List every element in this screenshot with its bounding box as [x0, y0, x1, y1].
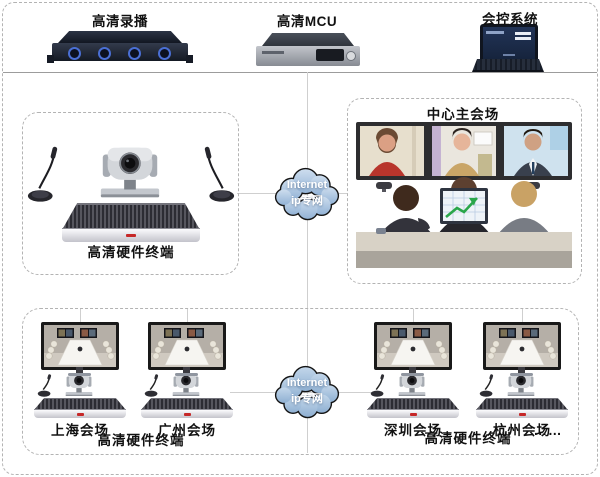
group-terminal-label: 高清硬件终端: [97, 433, 185, 448]
trunk-line: [307, 72, 308, 453]
venue-item: 杭州会场: [472, 320, 572, 438]
venue-item: 上海会场: [30, 320, 130, 438]
codec-icon: [62, 203, 200, 230]
mcu-icon: [262, 33, 354, 46]
terminal-label: 高清硬件终端: [87, 245, 175, 260]
venue-item: 广州会场: [137, 320, 237, 438]
main-venue-box: [347, 98, 582, 284]
venue-label: 上海会场: [51, 423, 109, 438]
venue-stub-line: [522, 309, 523, 322]
recorder-icon: [47, 43, 193, 63]
codec-icon: [141, 409, 233, 418]
venue-label: 广州会场: [158, 423, 216, 438]
main-venue-title: 中心主会场: [426, 107, 500, 122]
device-label-recorder: 高清录播: [92, 14, 148, 29]
microphone-icon: [27, 146, 58, 202]
microphone-icon: [144, 374, 159, 397]
codec-icon: [476, 409, 568, 418]
telepresence-scene: [356, 122, 572, 268]
microphone-icon: [204, 146, 235, 202]
codec-icon: [476, 398, 568, 410]
codec-icon: [141, 398, 233, 410]
laptop-icon: [480, 24, 538, 62]
venue-monitor: [374, 322, 452, 370]
venue-monitor: [483, 322, 561, 370]
branch-venues-box: [22, 308, 579, 455]
venue-item: 深圳会场: [363, 320, 463, 438]
codec-icon: [34, 409, 126, 418]
cloud-icon: [274, 167, 340, 221]
venue-stub-line: [413, 309, 414, 322]
ptz-camera-icon: [100, 147, 160, 198]
mcu-icon: [256, 46, 360, 66]
more-venues-ellipsis: ……: [533, 423, 563, 438]
group-terminal-label: 高清硬件终端: [424, 431, 512, 446]
venue-stub-line: [80, 309, 81, 322]
venue-label: 杭州会场: [493, 423, 551, 438]
venue-monitor: [41, 322, 119, 370]
codec-icon: [367, 398, 459, 410]
cloud-icon: [274, 365, 340, 419]
microphone-icon: [370, 374, 385, 397]
terminal-box: [22, 112, 239, 275]
device-label-mcu: 高清MCU: [276, 14, 338, 29]
top-separator-line: [3, 72, 597, 73]
venue-monitor: [148, 322, 226, 370]
codec-icon: [34, 398, 126, 410]
microphone-icon: [37, 374, 52, 397]
ptz-camera-icon: [507, 373, 535, 397]
ptz-camera-icon: [65, 373, 93, 397]
codec-icon: [62, 228, 200, 242]
microphone-icon: [479, 374, 494, 397]
venue-label: 深圳会场: [384, 423, 442, 438]
codec-icon: [367, 409, 459, 418]
ptz-camera-icon: [172, 373, 200, 397]
recorder-icon: [58, 31, 182, 43]
ptz-camera-icon: [398, 373, 426, 397]
laptop-icon: [472, 59, 544, 72]
device-label-control: 会控系统: [482, 12, 538, 27]
venue-stub-line: [187, 309, 188, 322]
